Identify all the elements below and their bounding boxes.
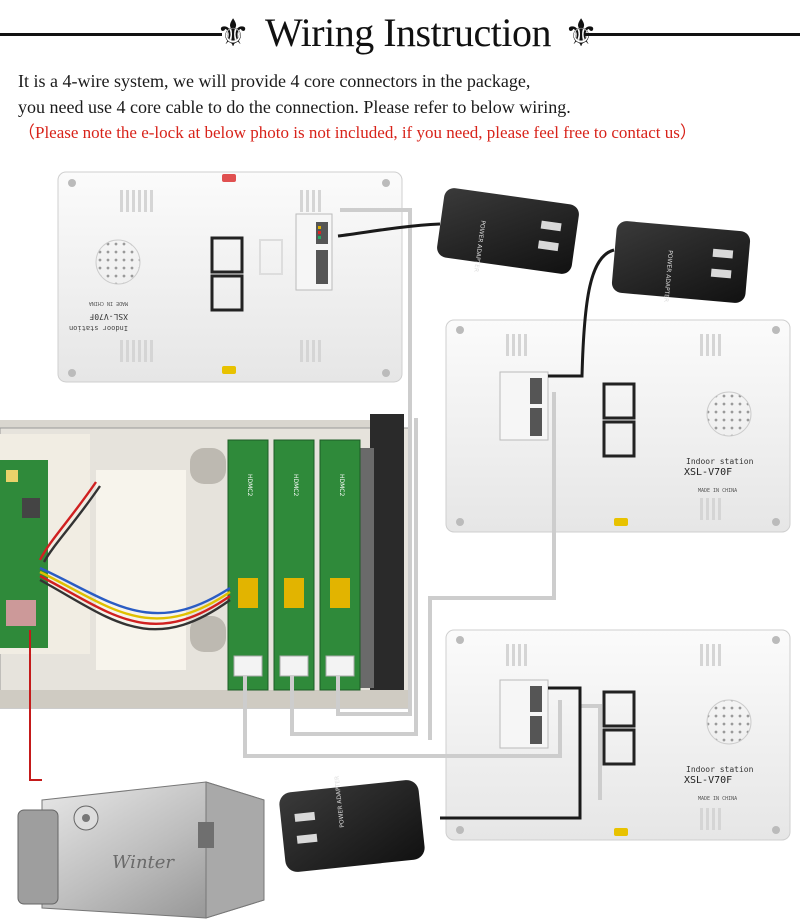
adapter-wires (337, 222, 615, 820)
power-adapter-top-right: POWER ADAPTER (611, 221, 751, 303)
distributor-board-1: HDMC2 (227, 439, 269, 691)
monitor-3-label-1: Indoor station (686, 765, 754, 774)
page-header: ⚜ Wiring Instruction ⚜ (0, 0, 800, 66)
fleur-de-lis-icon: ⚜ (216, 11, 251, 55)
distributor-board-1-label: HDMC2 (246, 474, 253, 496)
main-monitor-label-3: MADE IN CHINA (89, 300, 128, 306)
intro-note: （Please note the e-lock at below photo i… (18, 123, 697, 142)
distributor-boards: HDMC2 HDMC2 HDMC2 (227, 439, 361, 691)
page-title: Wiring Instruction (265, 10, 552, 55)
intro-text: It is a 4-wire system, we will provide 4… (18, 68, 788, 146)
main-monitor-label-2: XSL-V70F (89, 312, 128, 321)
lock-wire (29, 630, 42, 781)
distributor-board-3: HDMC2 (319, 439, 361, 691)
distributor-board-2: HDMC2 (273, 439, 315, 691)
distributor-board-3-label: HDMC2 (338, 474, 345, 496)
ribbon-cable (38, 481, 231, 631)
indoor-monitor-3: Indoor station XSL-V70F MADE IN CHINA (445, 629, 791, 841)
wiring-photo: Indoor station XSL-V70F MADE IN CHINA PO… (0, 171, 791, 919)
monitor-2-label-2: XSL-V70F (684, 467, 732, 478)
monitor-3-label-3: MADE IN CHINA (698, 796, 737, 802)
power-adapter-bottom: POWER ADAPTER (279, 775, 425, 872)
interconnect-wires (243, 208, 602, 800)
adapter-top-right-text: POWER ADAPTER (662, 250, 674, 303)
power-adapter-top-left: POWER ADAPTER (437, 188, 579, 274)
main-monitor-label-1: Indoor station (69, 324, 128, 332)
distributor-board-2-label: HDMC2 (292, 474, 299, 496)
monitor-3-label-2: XSL-V70F (684, 775, 732, 786)
monitor-2-label-1: Indoor station (686, 457, 754, 466)
main-indoor-monitor: Indoor station XSL-V70F MADE IN CHINA (57, 171, 403, 383)
intro-line-2: you need use 4 core cable to do the conn… (18, 97, 571, 117)
monitor-2-label-3: MADE IN CHINA (698, 488, 737, 494)
header-rule-right (584, 33, 800, 36)
indoor-monitor-2: Indoor station XSL-V70F MADE IN CHINA (445, 319, 791, 533)
electric-lock: Winter (17, 781, 265, 919)
header-rule-left (0, 33, 222, 36)
intro-line-1: It is a 4-wire system, we will provide 4… (18, 71, 531, 91)
elock-brand: Winter (112, 852, 175, 873)
